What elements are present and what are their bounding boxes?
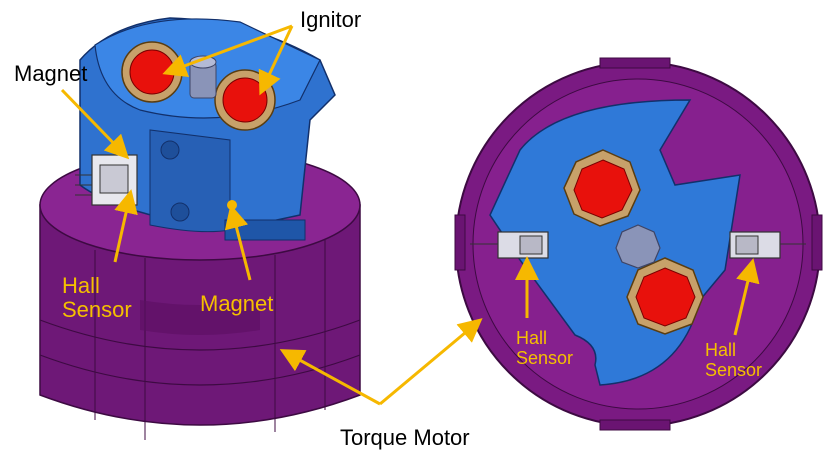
arrow-magnet-left bbox=[60, 88, 130, 160]
label-torque-motor: Torque Motor bbox=[340, 425, 470, 450]
arrow-hall-sensor-left bbox=[113, 189, 138, 263]
label-hall-sensor-right: Hall Sensor bbox=[705, 340, 763, 380]
label-magnet-center: Magnet bbox=[200, 291, 274, 316]
left-center-post bbox=[189, 55, 217, 99]
left-ignitor-1 bbox=[121, 41, 183, 103]
right-ignitor-1 bbox=[563, 149, 641, 227]
right-assembly bbox=[454, 57, 823, 431]
label-hall-sensor-left: Hall Sensor bbox=[62, 273, 132, 322]
label-hall-sensor-mid: Hall Sensor bbox=[516, 328, 574, 368]
arrow-magnet-center bbox=[224, 204, 252, 281]
right-center-hub bbox=[615, 224, 661, 269]
callout-arrows bbox=[60, 24, 760, 406]
label-magnet-left: Magnet bbox=[14, 61, 88, 86]
arrow-ignitor-1 bbox=[162, 24, 293, 77]
arrow-torque-right bbox=[379, 318, 483, 406]
arrow-torque-left bbox=[279, 349, 381, 406]
right-hall-sensor-right bbox=[729, 231, 806, 259]
right-ignitor-2 bbox=[626, 257, 704, 335]
arrow-hall-sensor-right bbox=[733, 258, 760, 336]
arrow-ignitor-2 bbox=[258, 25, 294, 96]
label-ignitor: Ignitor bbox=[300, 7, 362, 32]
right-hall-sensor-left bbox=[470, 231, 549, 259]
left-assembly bbox=[39, 17, 361, 440]
